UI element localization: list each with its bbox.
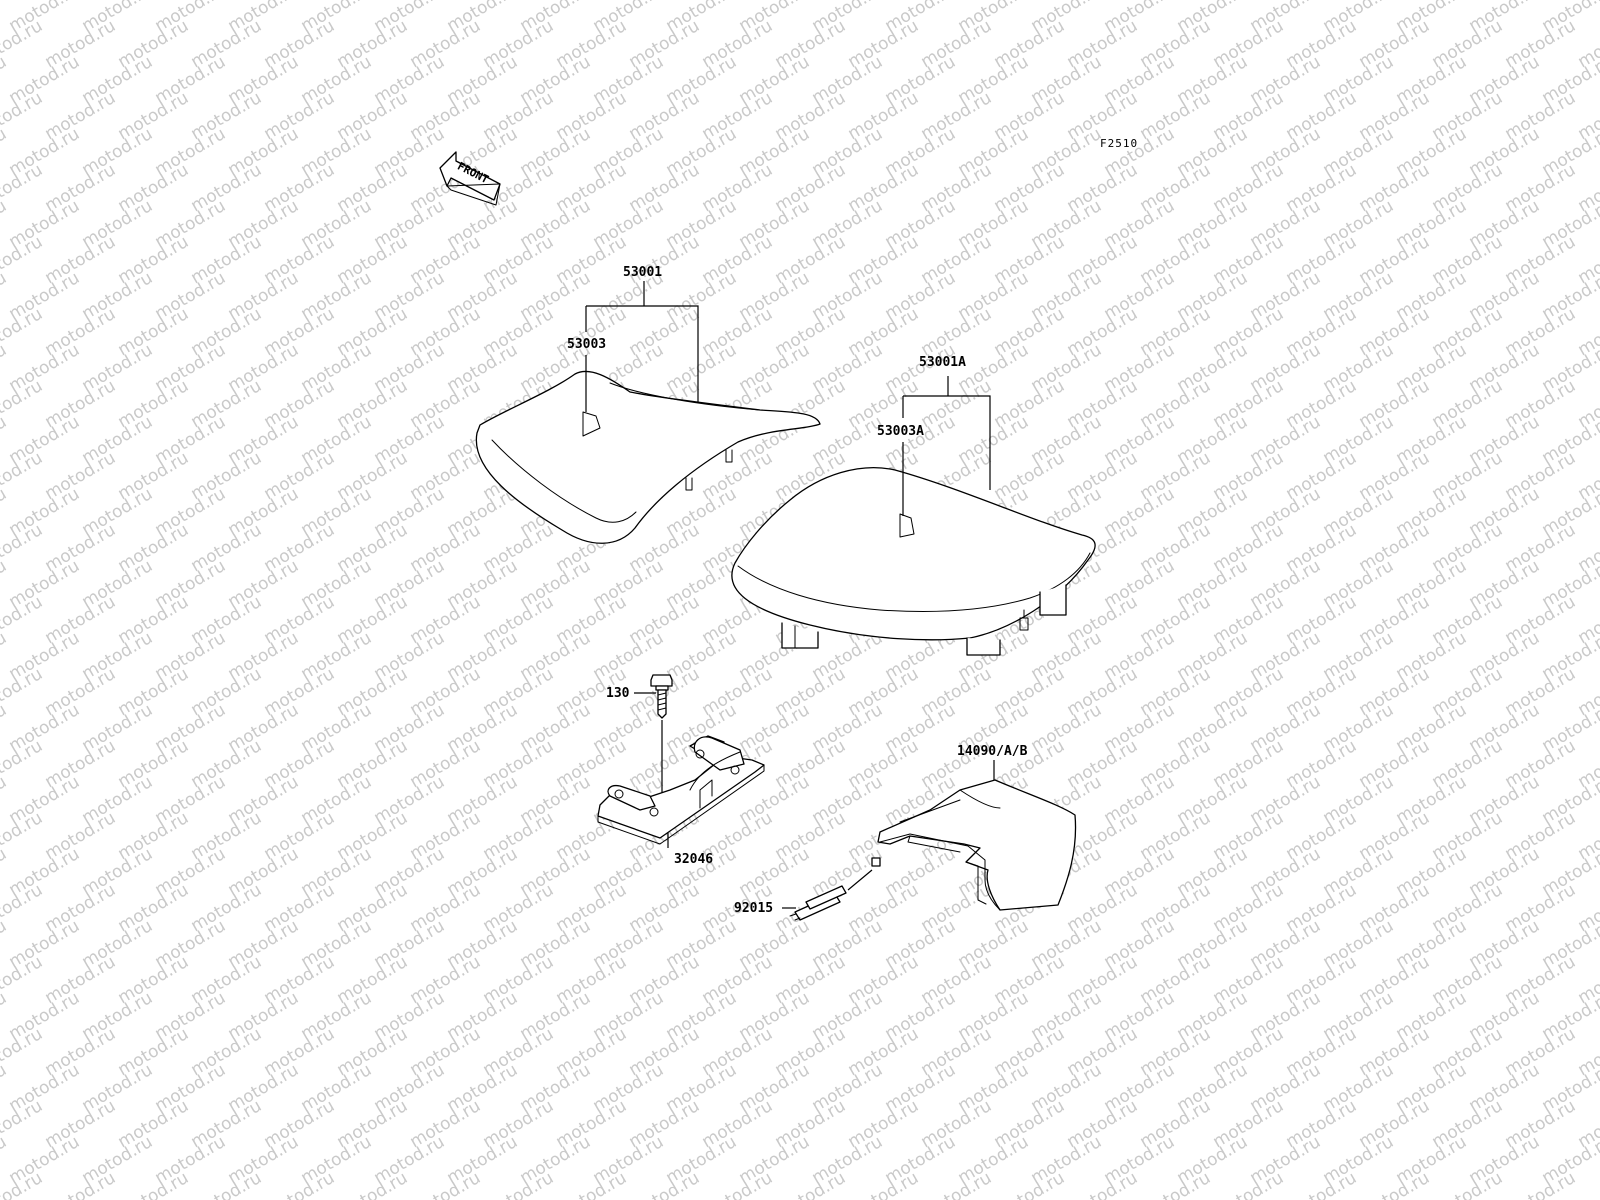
watermark-text: motod.ru [0,916,10,972]
watermark-text: motod.ru [0,304,46,360]
watermark-text: motod.ru [0,340,10,396]
callout-32046: 32046 [674,852,713,867]
rear-seat [731,467,1096,656]
callout-53001A: 53001A [919,355,966,370]
watermark-text: motod.ru [0,88,46,144]
callout-14090: 14090/A/B [957,744,1028,759]
watermark-text: motod.ru [0,196,10,252]
watermark-text: motod.ru [0,412,10,468]
watermark-text: motod.ru [0,1096,46,1152]
callout-53001: 53001 [623,265,662,280]
watermark-text: motod.ru [0,700,10,756]
watermark-text: motod.ru [0,160,46,216]
watermark-text: motod.ru [0,988,10,1044]
callout-53003: 53003 [567,337,606,352]
watermark-text: motod.ru [0,556,10,612]
callout-53003A: 53003A [877,424,924,439]
watermark-text: motod.ru [0,1132,10,1188]
watermark-text: motod.ru [0,880,46,936]
fastener [789,885,847,921]
front-seat [475,370,821,544]
watermark-text: motod.ru [0,232,46,288]
watermark-text: motod.ru [0,1024,46,1080]
watermark-text: motod.ru [1575,1168,1600,1200]
bracket [597,735,765,845]
watermark-text: motod.ru [0,592,46,648]
watermark-text: motod.ru [0,844,10,900]
watermark-text: motod.ru [0,520,46,576]
watermark-text: motod.ru [0,808,46,864]
watermark-text: motod.ru [0,1060,10,1116]
seat-cowl [871,779,1077,911]
watermark-text: motod.ru [0,376,46,432]
watermark-text: motod.ru [0,448,46,504]
watermark-text: motod.ru [0,736,46,792]
bolt [650,674,673,719]
watermark-text: motod.ru [0,664,46,720]
watermark-text: motod.ru [0,16,46,72]
callout-130: 130 [606,686,630,701]
watermark-text: motod.ru [0,628,10,684]
watermark-text: motod.ru [0,268,10,324]
figure-code: F2510 [1100,137,1138,150]
watermark-text: motod.ru [0,124,10,180]
watermark-text: motod.ru [0,484,10,540]
watermark-text: motod.ru [0,772,10,828]
watermark-text: motod.ru [0,52,10,108]
callout-92015: 92015 [734,901,773,916]
watermark-text: motod.ru [0,952,46,1008]
